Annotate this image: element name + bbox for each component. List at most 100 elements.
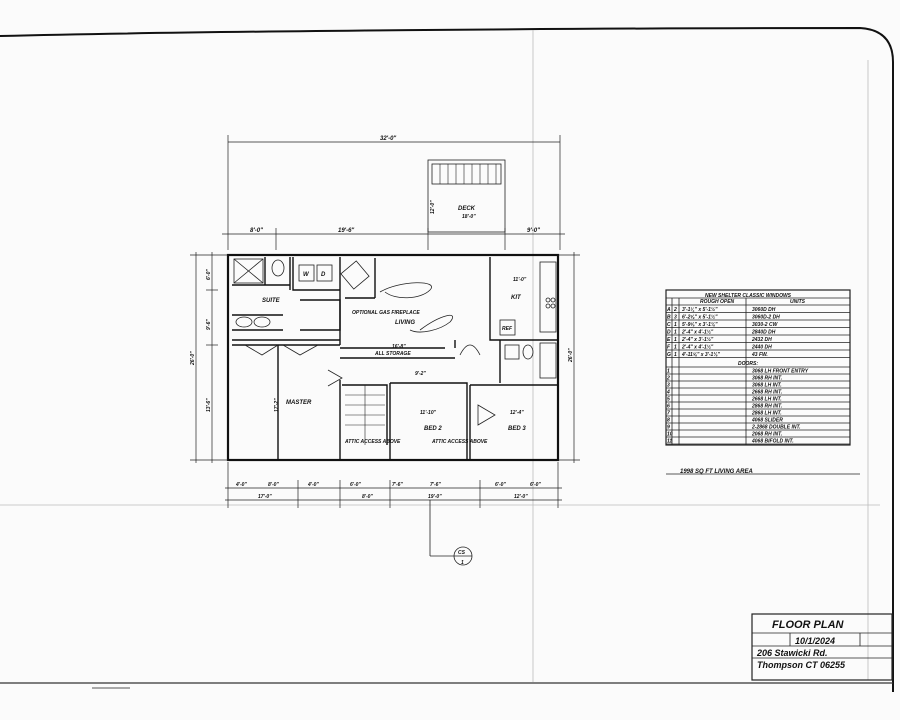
label: 5'-9⅝" x 3'-1⅛" — [682, 322, 718, 328]
window-door-schedule: NEW SHELTER CLASSIC WINDOWS ROUGH OPEN U… — [665, 289, 851, 446]
door-row: 9 2-2868 DOUBLE INT. — [666, 425, 850, 431]
label: DECK — [458, 206, 476, 212]
sheet-border — [0, 26, 894, 692]
label: F — [667, 345, 671, 351]
label: 43 FW. — [751, 352, 768, 358]
label: 1 — [674, 345, 677, 351]
label: 1 — [674, 330, 677, 336]
label: 13'-6" — [206, 398, 212, 412]
section-marker: CS 1 — [458, 550, 466, 566]
label: 4068 SLIDER — [751, 418, 783, 424]
label: 12'-0" — [430, 200, 436, 214]
label: UNITS — [790, 299, 806, 305]
label: 6 — [667, 404, 670, 410]
label: 1 — [674, 352, 677, 358]
room-suite: SUITE — [262, 298, 281, 304]
attic-note: ATTIC ACCESS ABOVE — [344, 439, 401, 445]
label: 11'-10" — [420, 410, 437, 416]
label: 2 — [666, 376, 670, 382]
label: E — [667, 337, 671, 343]
label: 3060D DH — [752, 307, 776, 313]
label: DOORS: — [738, 361, 758, 367]
label: 7'-6" — [392, 482, 403, 488]
label: 6'-0" — [350, 482, 361, 488]
deck: DECK 18'-0" 12'-0" — [427, 159, 506, 233]
address-line1: 206 Stawicki Rd. — [756, 648, 828, 658]
label: 8'-0" — [268, 482, 279, 488]
label: 2868 RH INT. — [751, 404, 782, 410]
label: 6'-0" — [495, 482, 506, 488]
label: A — [666, 307, 671, 313]
label: 3'-1¼" x 5'-1½" — [682, 306, 718, 313]
label: 2-2868 DOUBLE INT. — [751, 425, 801, 431]
door-row: 6 2868 RH INT. — [666, 404, 850, 410]
label: 8 — [667, 418, 670, 424]
side-dimensions: 26'-0" 6'-0" 9'-6" 13'-6" 26'-0" — [190, 252, 575, 463]
label: 2'-4" x 4'-1½" — [681, 344, 714, 351]
top-dimensions: 32'-0" 8'-0" 19'-6" 9'-0" — [222, 135, 565, 250]
label: 9'-0" — [527, 228, 540, 234]
label: 11 — [667, 439, 672, 445]
label: G — [667, 352, 671, 358]
label: 32'-0" — [380, 136, 396, 142]
door-row: 4 2668 RH INT. — [666, 390, 850, 396]
label: 4 — [666, 390, 670, 396]
label: 17'-2" — [274, 398, 280, 412]
bottom-dimensions: 4'-0" 8'-0" 4'-0" 6'-0" 7'-6" 7'-6" 6'-0… — [225, 462, 562, 508]
label: 8'-0" — [250, 228, 263, 234]
label: 4'-0" — [235, 482, 247, 488]
label: 10 — [667, 432, 673, 438]
label: 1 — [674, 337, 677, 343]
label: ALL STORAGE — [374, 351, 411, 357]
room-bed3: BED 3 — [508, 426, 526, 432]
label: 2'-4" x 4'-1½" — [681, 329, 714, 336]
label: ROUGH OPEN — [700, 299, 735, 305]
address-line2: Thompson CT 06255 — [757, 660, 846, 670]
door-row: 2 3068 RH INT. — [666, 376, 850, 382]
room-labels: SUITE MASTER LIVING KIT BED 2 BED 3 OPTI… — [262, 272, 527, 445]
interior-walls — [232, 257, 558, 460]
label: 18'-0" — [462, 214, 476, 220]
label: 8'-0" — [362, 494, 373, 500]
label: D — [667, 330, 671, 336]
label: 19'-6" — [338, 228, 354, 234]
label: 3068 LH INT. — [752, 383, 782, 389]
label: 9'-2" — [415, 371, 426, 377]
attic-note: ATTIC ACCESS ABOVE — [431, 439, 488, 445]
label: B — [667, 315, 671, 321]
label: 2868 LH INT. — [751, 411, 782, 417]
label: 6'-0" — [206, 269, 212, 280]
label: 2440 DH — [751, 345, 772, 351]
label: 26'-0" — [568, 348, 574, 363]
label: CS — [458, 550, 466, 556]
title-block: FLOOR PLAN 10/1/2024 206 Stawicki Rd. Th… — [751, 613, 893, 681]
label: 3 — [674, 315, 677, 321]
label: 6'-0" — [530, 482, 541, 488]
room-bed2: BED 2 — [424, 426, 442, 432]
label: 2668 RH INT. — [751, 390, 782, 396]
exterior-walls — [226, 253, 560, 462]
label: 6'-2⅝" x 5'-1½" — [682, 314, 718, 321]
label: 12'-4" — [510, 410, 524, 416]
label: 3068 RH INT. — [752, 376, 782, 382]
label: 11'-0" — [513, 277, 527, 283]
fixtures — [233, 258, 557, 566]
label: 2840D DH — [751, 330, 776, 336]
fireplace-note: OPTIONAL GAS FIREPLACE — [352, 310, 420, 316]
label: 1 — [461, 560, 464, 566]
label: 3 — [667, 383, 670, 389]
drawing-title: FLOOR PLAN — [772, 619, 845, 631]
label: C — [667, 322, 671, 328]
label: 9 — [667, 425, 670, 431]
room-living: LIVING — [395, 320, 415, 326]
label: 4'-0" — [307, 482, 319, 488]
label: 2 — [673, 307, 677, 313]
